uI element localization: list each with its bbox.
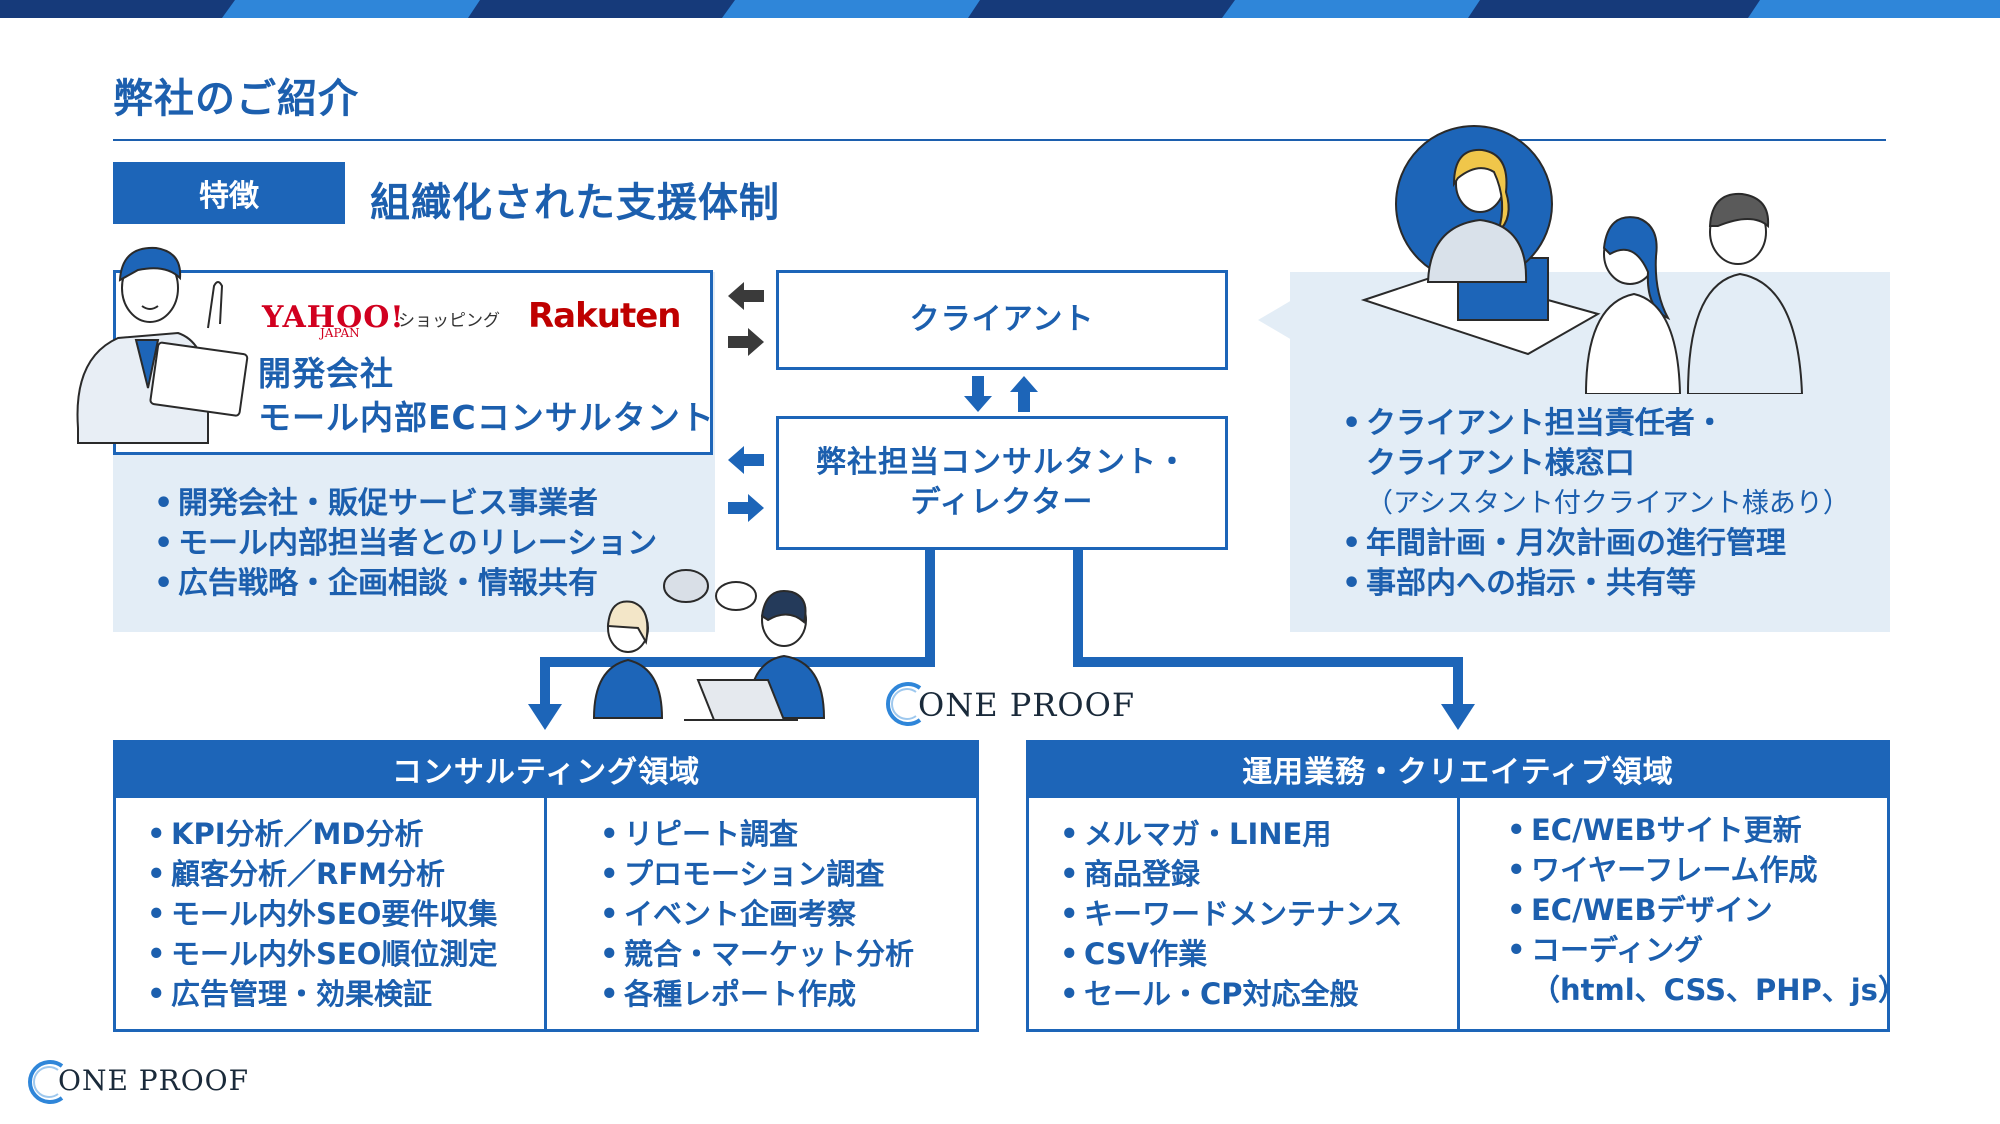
list-item: 顧客分析／RFM分析 <box>145 854 497 894</box>
developer-title: 開発会社 モール内部ECコンサルタント <box>258 352 715 440</box>
list-item: セール・CP対応全般 <box>1058 974 1402 1014</box>
consulting-column-divider <box>544 798 547 1032</box>
yahoo-logo: YAHOO! <box>262 300 405 335</box>
client-bullet-line1: クライアント担当責任者・ <box>1366 406 1725 441</box>
list-item: ワイヤーフレーム作成 <box>1505 850 1907 890</box>
consulting-column-2: リピート調査 プロモーション調査 イベント企画考察 競合・マーケット分析 各種レ… <box>598 814 914 1014</box>
list-item: モール内部担当者とのリレーション <box>152 524 657 564</box>
list-item: 広告戦略・企画相談・情報共有 <box>152 564 657 604</box>
list-item: EC/WEBデザイン <box>1505 890 1907 930</box>
list-item: メルマガ・LINE用 <box>1058 814 1402 854</box>
list-item: コーディング <box>1505 930 1907 970</box>
speech-pointer <box>1258 300 1292 340</box>
title-divider <box>113 139 1886 141</box>
arrow-up-icon <box>1010 376 1038 412</box>
list-item: EC/WEBサイト更新 <box>1505 810 1907 850</box>
arrow-left-icon <box>728 446 764 474</box>
arrow-left-icon <box>728 282 764 310</box>
footer-logo-icon <box>28 1060 64 1104</box>
arrow-right-icon <box>728 494 764 522</box>
feature-badge: 特徴 <box>113 162 345 224</box>
consultant-man-illustration <box>76 246 249 444</box>
consulting-column-1: KPI分析／MD分析 顧客分析／RFM分析 モール内外SEO要件収集 モール内外… <box>145 814 497 1014</box>
list-item: クライアント担当責任者・ クライアント様窓口 （アシスタント付クライアント様あり… <box>1340 404 1850 524</box>
developer-title-line2: モール内部ECコンサルタント <box>258 398 715 437</box>
list-item: キーワードメンテナンス <box>1058 894 1402 934</box>
developer-title-line1: 開発会社 <box>258 354 394 393</box>
footer-logo: ONE PROOF <box>58 1064 250 1097</box>
one-proof-logo: ONE PROOF <box>918 686 1136 724</box>
arrow-right-icon <box>728 328 764 356</box>
list-item: モール内外SEO順位測定 <box>145 934 497 974</box>
list-item: リピート調査 <box>598 814 914 854</box>
list-item: イベント企画考察 <box>598 894 914 934</box>
section-subtitle: 組織化された支援体制 <box>370 180 780 226</box>
list-item: 商品登録 <box>1058 854 1402 894</box>
page-title: 弊社のご紹介 <box>113 76 359 122</box>
flow-connectors <box>528 548 1475 730</box>
consultant-label-line2: ディレクター <box>910 485 1094 520</box>
list-item: 広告管理・効果検証 <box>145 974 497 1014</box>
arrow-down-icon <box>964 376 992 412</box>
shopping-text: ショッピング <box>398 311 500 331</box>
list-item: 事部内への指示・共有等 <box>1340 564 1850 604</box>
operations-column-1: メルマガ・LINE用 商品登録 キーワードメンテナンス CSV作業 セール・CP… <box>1058 814 1402 1014</box>
operations-column-2: EC/WEBサイト更新 ワイヤーフレーム作成 EC/WEBデザイン コーディング… <box>1505 810 1907 1010</box>
list-item: 開発会社・販促サービス事業者 <box>152 484 657 524</box>
list-item: 競合・マーケット分析 <box>598 934 914 974</box>
online-meeting-illustration <box>1360 125 1804 394</box>
list-item: 年間計画・月次計画の進行管理 <box>1340 524 1850 564</box>
top-stripe <box>0 0 2000 18</box>
client-bullet-note: （アシスタント付クライアント様あり） <box>1366 488 1850 519</box>
list-item: （html、CSS、PHP、js） <box>1531 973 1907 1007</box>
operations-section-header: 運用業務・クリエイティブ領域 <box>1026 740 1890 798</box>
list-item: プロモーション調査 <box>598 854 914 894</box>
client-bullets: クライアント担当責任者・ クライアント様窓口 （アシスタント付クライアント様あり… <box>1340 404 1850 604</box>
list-item: 各種レポート作成 <box>598 974 914 1014</box>
consultant-box: 弊社担当コンサルタント・ ディレクター <box>776 416 1228 550</box>
rakuten-logo: Rakuten <box>528 296 681 336</box>
client-box: クライアント <box>776 270 1228 370</box>
client-bullet-line2: クライアント様窓口 <box>1366 446 1635 481</box>
one-proof-logo-icon <box>886 682 922 726</box>
meeting-illustration <box>592 569 826 721</box>
list-item: KPI分析／MD分析 <box>145 814 497 854</box>
list-item: CSV作業 <box>1058 934 1402 974</box>
operations-column-divider <box>1457 798 1460 1032</box>
developer-bullets: 開発会社・販促サービス事業者 モール内部担当者とのリレーション 広告戦略・企画相… <box>152 484 657 604</box>
list-item: モール内外SEO要件収集 <box>145 894 497 934</box>
yahoo-japan-text: JAPAN <box>320 326 360 340</box>
consulting-section-header: コンサルティング領域 <box>113 740 979 798</box>
consultant-label-line1: 弊社担当コンサルタント・ <box>816 445 1188 480</box>
